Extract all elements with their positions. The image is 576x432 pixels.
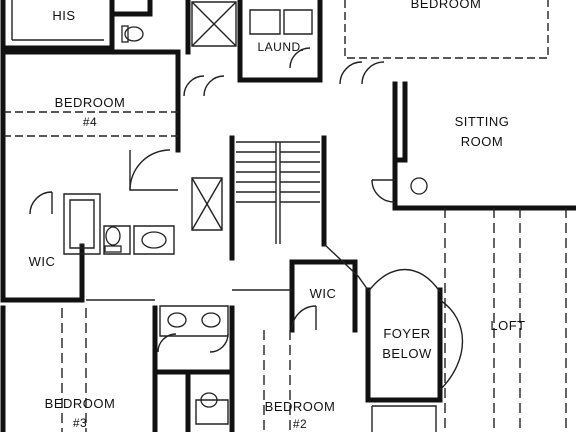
room-label-bedroom-4-number: #4 (83, 115, 97, 129)
tub-drain-icon (79, 243, 85, 249)
room-label-wic-left: WIC (29, 254, 56, 269)
toilet-tank-icon (104, 245, 122, 253)
room-label-laundry: LAUND. (257, 40, 304, 54)
room-label-bedroom-3: BEDROOM (45, 396, 116, 411)
room-label-bedroom-3-number: #3 (73, 416, 87, 430)
toilet-tank-icon (121, 25, 129, 43)
room-label-sitting-room: ROOM (461, 134, 503, 149)
room-label-his: HIS (52, 8, 75, 23)
sink-icon (167, 312, 187, 328)
interior-lines (3, 0, 567, 432)
column-icon (410, 177, 428, 195)
room-label-foyer: FOYER (383, 326, 430, 341)
toilet-icon (200, 392, 218, 408)
room-label-bedroom-2: BEDROOM (265, 399, 336, 414)
sink-icon (201, 312, 221, 328)
room-label-sitting: SITTING (455, 114, 510, 129)
room-labels: HIS BEDROOM LAUND. BEDROOM #4 SITTING RO… (29, 0, 526, 431)
fixtures (79, 25, 428, 408)
toilet-icon (124, 26, 144, 42)
room-label-foyer-below: BELOW (382, 346, 432, 361)
toilet-icon (105, 226, 121, 246)
room-label-bedroom-master: BEDROOM (411, 0, 482, 11)
room-label-loft: LOFT (490, 318, 525, 333)
room-label-bedroom-2-number: #2 (293, 417, 307, 431)
room-label-wic-center: WIC (310, 286, 337, 301)
sink-icon (141, 231, 167, 249)
room-label-bedroom-4: BEDROOM (55, 95, 126, 110)
